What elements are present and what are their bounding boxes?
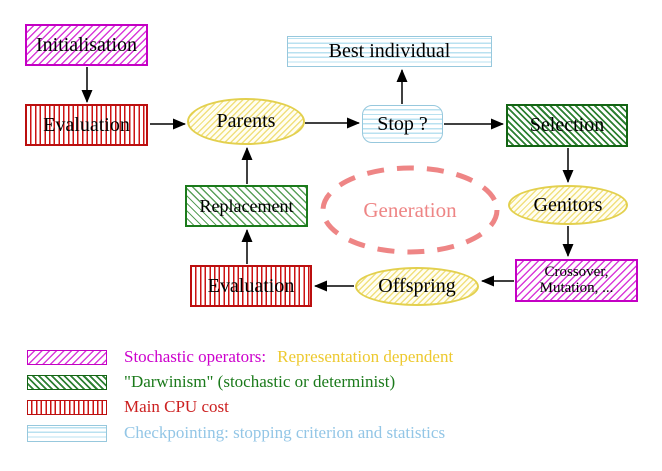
legend-label-representation-dependent: Representation dependent — [277, 347, 454, 366]
node-best-individual: Best individual — [287, 36, 492, 67]
legend-label-darwinism: "Darwinism" (stochastic or determinist) — [124, 372, 396, 391]
legend-label-stochastic-operators: Stochastic operators: — [124, 347, 267, 366]
legend-label-main-cpu-cost: Main CPU cost — [124, 397, 229, 416]
node-parents: Parents — [187, 98, 305, 145]
legend-row-darwinism: "Darwinism" (stochastic or determinist) — [27, 372, 395, 392]
node-selection: Selection — [506, 104, 628, 147]
node-evaluation-top: Evaluation — [25, 104, 148, 146]
legend-swatch-magenta-hatch — [27, 349, 107, 365]
legend-swatch-cyan-stripes — [27, 424, 107, 442]
crossover-line-1: Crossover, — [544, 263, 609, 280]
node-replacement: Replacement — [185, 185, 308, 227]
node-crossover-mutation: Crossover, Mutation, ... — [515, 259, 638, 302]
node-offspring: Offspring — [355, 267, 479, 306]
node-evaluation-bottom: Evaluation — [190, 265, 312, 307]
legend-row-checkpointing: Checkpointing: stopping criterion and st… — [27, 423, 445, 443]
generation-label: Generation — [363, 197, 457, 222]
generation-dashed-ellipse — [320, 165, 500, 255]
node-genitors: Genitors — [508, 185, 628, 225]
node-stop-decision: Stop ? — [362, 105, 443, 143]
legend-swatch-red-stripes — [27, 399, 107, 415]
crossover-line-2: Mutation, ... — [539, 279, 614, 296]
node-initialisation: Initialisation — [25, 24, 148, 66]
legend-swatch-green-hatch — [27, 374, 107, 390]
legend-row-main-cpu-cost: Main CPU cost — [27, 397, 229, 417]
legend-label-checkpointing: Checkpointing: stopping criterion and st… — [124, 423, 446, 442]
legend-row-stochastic-operators: Stochastic operators: Representation dep… — [27, 347, 453, 367]
